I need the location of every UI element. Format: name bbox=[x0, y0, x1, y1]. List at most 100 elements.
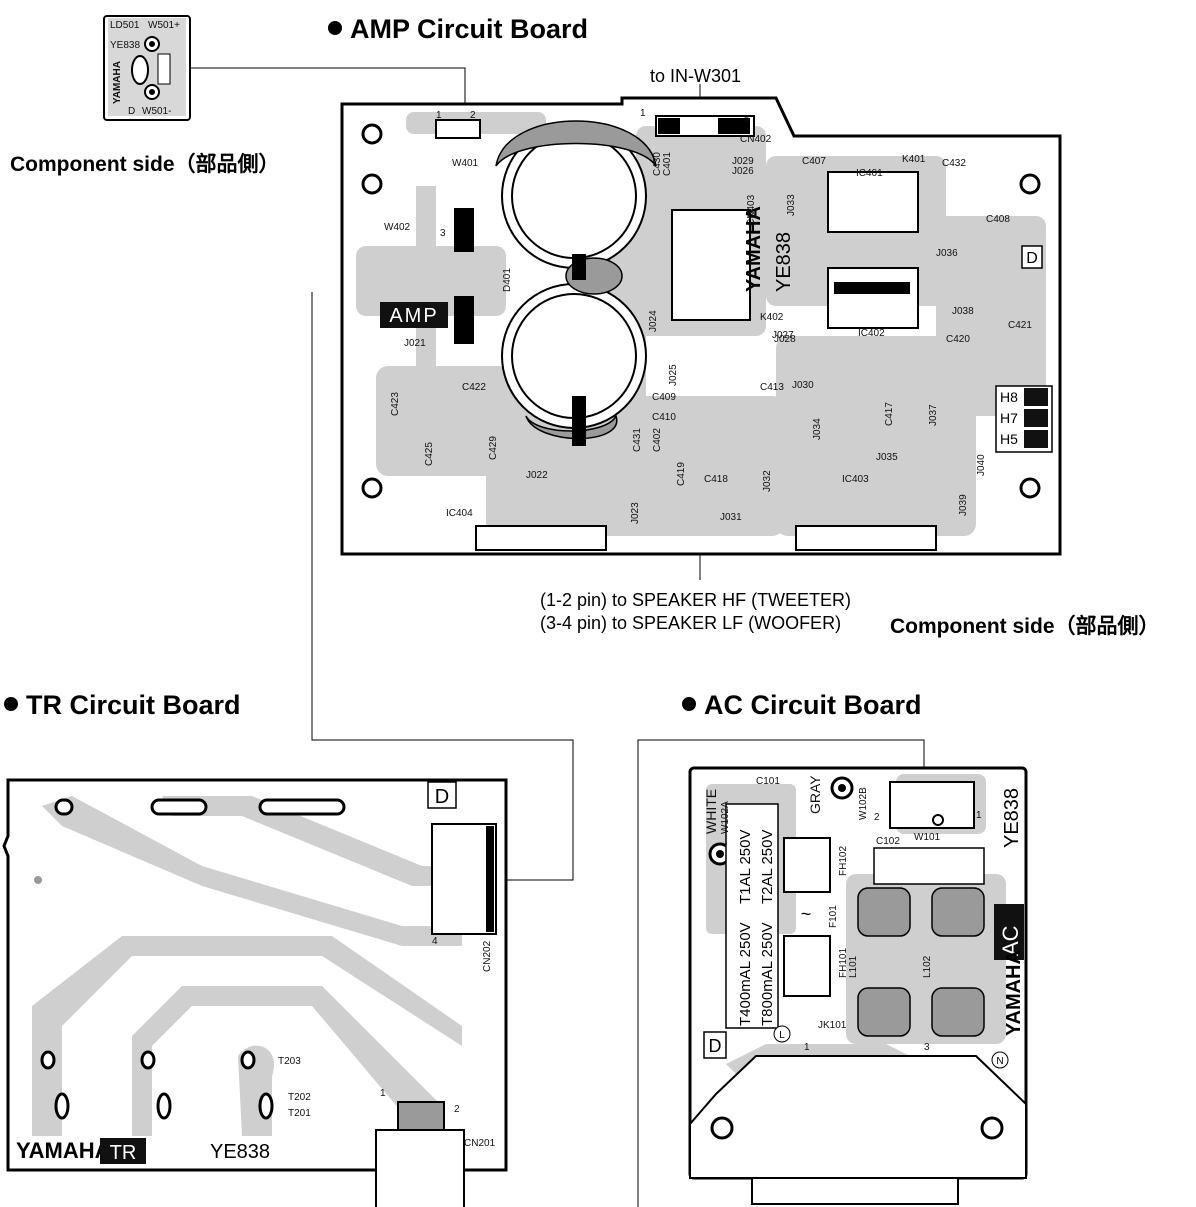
tr-marker-d: D bbox=[435, 786, 449, 808]
led-label-ye838: YE838 bbox=[110, 40, 140, 51]
tr-label: T201 bbox=[288, 1108, 311, 1119]
amp-label: CN402 bbox=[740, 134, 772, 145]
tr-label: CN201 bbox=[464, 1138, 496, 1149]
led-board: LD501 W501+ YE838 W501- D YAMAHA bbox=[103, 15, 191, 121]
amp-pin: 3 bbox=[440, 228, 446, 239]
amp-label: J030 bbox=[792, 380, 814, 391]
amp-label: C413 bbox=[760, 382, 784, 393]
ac-label: GRAY bbox=[807, 775, 823, 814]
amp-label: J023 bbox=[630, 502, 641, 524]
amp-label: C429 bbox=[488, 436, 499, 460]
ac-label: WHITE bbox=[703, 789, 719, 834]
ac-label: FH101 bbox=[838, 948, 849, 978]
tr-pin: 4 bbox=[432, 936, 438, 947]
tr-model: YE838 bbox=[210, 1141, 270, 1163]
amp-label: J025 bbox=[668, 364, 679, 386]
amp-label: J038 bbox=[952, 306, 974, 317]
bullet-icon bbox=[328, 20, 342, 35]
amp-label: IC401 bbox=[856, 168, 883, 179]
tr-badge: TR bbox=[110, 1142, 137, 1164]
tr-label: T203 bbox=[278, 1056, 301, 1067]
speaker-hf-note: (1-2 pin) to SPEAKER HF (TWEETER) bbox=[540, 590, 852, 610]
amp-label: C432 bbox=[942, 158, 966, 169]
amp-label: C431 bbox=[632, 428, 643, 452]
component-side-label-right: Component side（部品側） bbox=[890, 615, 1160, 638]
led-label-ld501: LD501 bbox=[110, 20, 140, 31]
connector-h8: H8 bbox=[1000, 389, 1018, 405]
amp-label: D401 bbox=[502, 268, 513, 292]
ac-board-heading: AC Circuit Board bbox=[682, 690, 922, 721]
connector-h5: H5 bbox=[1000, 431, 1018, 447]
tr-pin: 1 bbox=[380, 1088, 386, 1099]
bullet-icon bbox=[682, 696, 696, 711]
amp-label: J028 bbox=[774, 334, 796, 345]
amp-label: C402 bbox=[652, 428, 663, 452]
amp-label: J036 bbox=[936, 248, 958, 259]
amp-label: C408 bbox=[986, 214, 1010, 225]
amp-label: C419 bbox=[676, 462, 687, 486]
amp-brand: YAMAHA bbox=[743, 206, 765, 292]
fuse-label-t2al: T2AL 250V bbox=[759, 830, 776, 905]
amp-label: C410 bbox=[652, 412, 676, 423]
h-connectors: H8 H7 H5 bbox=[995, 385, 1053, 453]
to-in-w301-note: to IN-W301 bbox=[650, 66, 742, 86]
amp-pin: 1 bbox=[640, 108, 646, 119]
connector-h7: H7 bbox=[1000, 410, 1018, 426]
fuse-label-t400mal: T400mAL 250V bbox=[737, 922, 754, 1026]
amp-label: C409 bbox=[652, 392, 676, 403]
tr-label: CN202 bbox=[482, 940, 493, 972]
amp-label: CN403 bbox=[746, 194, 757, 226]
amp-label: J029 bbox=[732, 156, 754, 167]
ac-pin: 2 bbox=[874, 812, 880, 823]
fuse-symbol-icon: ~ bbox=[801, 904, 812, 924]
amp-label: J026 bbox=[732, 166, 754, 177]
ac-label: JK101 bbox=[818, 1020, 847, 1031]
tr-board-heading: TR Circuit Board bbox=[4, 690, 241, 721]
tr-label: T202 bbox=[288, 1092, 311, 1103]
amp-label: C422 bbox=[462, 382, 486, 393]
ac-label: L102 bbox=[922, 955, 933, 978]
amp-label: IC404 bbox=[446, 508, 473, 519]
ac-label: F101 bbox=[828, 905, 839, 928]
amp-badge: AMP bbox=[389, 305, 438, 327]
ac-model: YE838 bbox=[1001, 788, 1023, 848]
component-side-label-left: Component side（部品側） bbox=[10, 153, 280, 176]
amp-label: C425 bbox=[424, 442, 435, 466]
amp-pin: 2 bbox=[470, 110, 476, 121]
amp-model: YE838 bbox=[773, 232, 795, 292]
amp-label: K402 bbox=[760, 312, 784, 323]
led-label-d: D bbox=[128, 106, 135, 117]
amp-label: J040 bbox=[976, 454, 987, 476]
ac-label: FH102 bbox=[838, 846, 849, 876]
amp-label: C417 bbox=[884, 402, 895, 426]
tr-pin: 2 bbox=[454, 1104, 460, 1115]
ac-label: W102B bbox=[858, 787, 869, 820]
amp-label: J037 bbox=[928, 404, 939, 426]
amp-label: C401 bbox=[662, 152, 673, 176]
amp-label: J033 bbox=[786, 194, 797, 216]
amp-label: C421 bbox=[1008, 320, 1032, 331]
amp-board: AMP YAMAHA YE838 D H8 H7 H5 1 2 3 1 5 W4… bbox=[340, 96, 1062, 556]
bullet-icon bbox=[4, 696, 18, 711]
amp-board-heading: AMP Circuit Board bbox=[328, 14, 588, 45]
amp-label: J032 bbox=[762, 470, 773, 492]
ac-pin: 3 bbox=[924, 1042, 930, 1053]
ac-pin: 1 bbox=[976, 810, 982, 821]
amp-label: J035 bbox=[876, 452, 898, 463]
amp-marker-d: D bbox=[1026, 250, 1038, 267]
amp-label: C430 bbox=[652, 152, 663, 176]
fuse-label-t1al: T1AL 250V bbox=[737, 830, 754, 905]
amp-pin: 1 bbox=[436, 110, 442, 121]
amp-label: J034 bbox=[812, 418, 823, 440]
ac-label: W102A bbox=[720, 801, 731, 834]
amp-label: J027 bbox=[772, 330, 794, 341]
ac-marker-d: D bbox=[709, 1036, 722, 1056]
amp-label: C418 bbox=[704, 474, 728, 485]
ac-label: W101 bbox=[914, 832, 941, 843]
amp-label: C423 bbox=[390, 392, 401, 416]
speaker-lf-note: (3-4 pin) to SPEAKER LF (WOOFER) bbox=[540, 613, 842, 633]
led-label-w501m: W501- bbox=[142, 106, 171, 117]
amp-label: K401 bbox=[902, 154, 926, 165]
led-label-w501p: W501+ bbox=[148, 20, 180, 31]
ac-badge: AC bbox=[998, 925, 1023, 956]
